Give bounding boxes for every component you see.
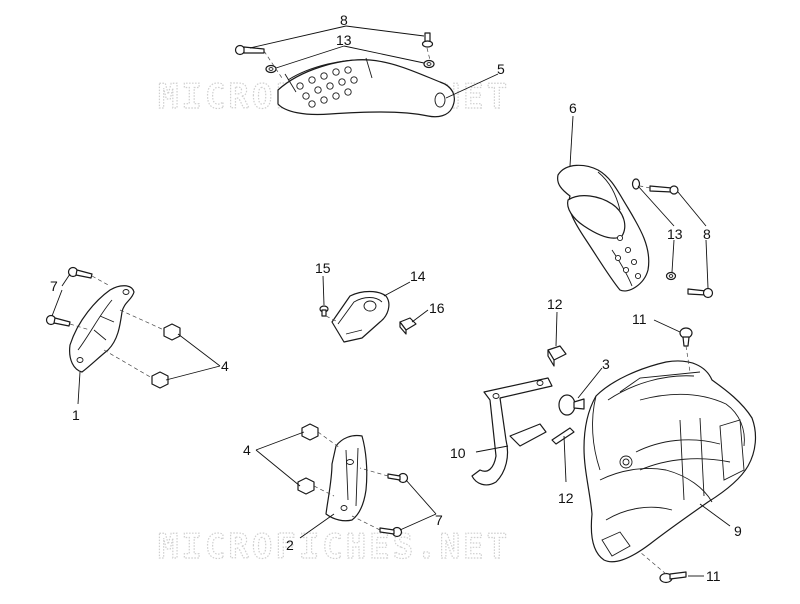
- part-13-washer-right-upper: [631, 178, 641, 190]
- part-15-screw-small: [319, 305, 329, 317]
- callout-4-left: 4: [221, 358, 229, 374]
- callout-7-left: 7: [50, 278, 58, 294]
- part-7-bolt-left-upper: [67, 266, 93, 279]
- part-16-pad-small: [399, 317, 417, 335]
- callout-5: 5: [497, 61, 505, 77]
- callout-7-lower: 7: [435, 512, 443, 528]
- watermark-bottom: MICROFICHES.NET: [158, 527, 510, 567]
- part-11-screw-cover-upper: [679, 327, 693, 347]
- part-12-clip-lower: [551, 427, 575, 445]
- part-2-bracket-lower: [325, 434, 368, 522]
- part-7-bolt-lower-upper: [387, 472, 409, 484]
- callout-8-top: 8: [340, 12, 348, 28]
- callout-11-lower: 11: [706, 568, 721, 584]
- part-14-bracket-small: [331, 290, 390, 343]
- callout-3: 3: [602, 356, 610, 372]
- callout-4-lower: 4: [243, 442, 251, 458]
- callout-16: 16: [429, 300, 445, 316]
- part-3-rubber-grommet: [558, 394, 585, 416]
- callout-13-top: 13: [336, 32, 352, 48]
- part-7-bolt-left-lower: [45, 314, 71, 327]
- callout-2: 2: [286, 537, 294, 553]
- part-12-clip-upper: [547, 345, 567, 367]
- part-6-heat-shield-right: [557, 164, 650, 292]
- callout-1: 1: [72, 407, 80, 423]
- callout-14: 14: [410, 268, 426, 284]
- part-7-bolt-lower-lower: [379, 526, 403, 538]
- part-4-nut-lower-upper: [301, 423, 319, 441]
- callout-10: 10: [450, 445, 466, 461]
- part-4-nut-lower-lower: [297, 477, 315, 495]
- part-13-washer-top-right: [423, 59, 435, 69]
- callout-9: 9: [734, 523, 742, 539]
- part-8-screw-top-right: [421, 32, 434, 48]
- callout-12-upper: 12: [547, 296, 563, 312]
- part-4-nut-left-lower: [151, 371, 169, 389]
- callout-11-upper: 11: [632, 311, 647, 327]
- part-1-bracket-left: [69, 285, 135, 373]
- leader-lines: [51, 25, 731, 577]
- assembly-dashed-lines: [69, 47, 691, 575]
- part-9-big-cover: [583, 360, 757, 563]
- part-5-heat-shield-top: [277, 57, 455, 118]
- callout-15: 15: [315, 260, 331, 276]
- part-8-screw-top-left: [234, 44, 265, 56]
- callout-12-lower: 12: [558, 490, 574, 506]
- callout-labels: 8 13 5 6 13 8 7 4 1 15 14 16 12 11 3 10 …: [50, 12, 742, 584]
- callout-6: 6: [569, 100, 577, 116]
- part-4-nut-left-upper: [163, 323, 181, 341]
- part-8-screw-right-lower: [687, 287, 714, 299]
- part-13-washer-top-left: [265, 64, 277, 74]
- part-8-screw-right-upper: [649, 185, 679, 195]
- callout-8-right: 8: [703, 226, 711, 242]
- part-13-washer-right-lower: [665, 271, 677, 281]
- part-10-bent-bracket: [471, 377, 553, 486]
- part-11-screw-cover-lower: [659, 571, 687, 584]
- callout-13-right: 13: [667, 226, 683, 242]
